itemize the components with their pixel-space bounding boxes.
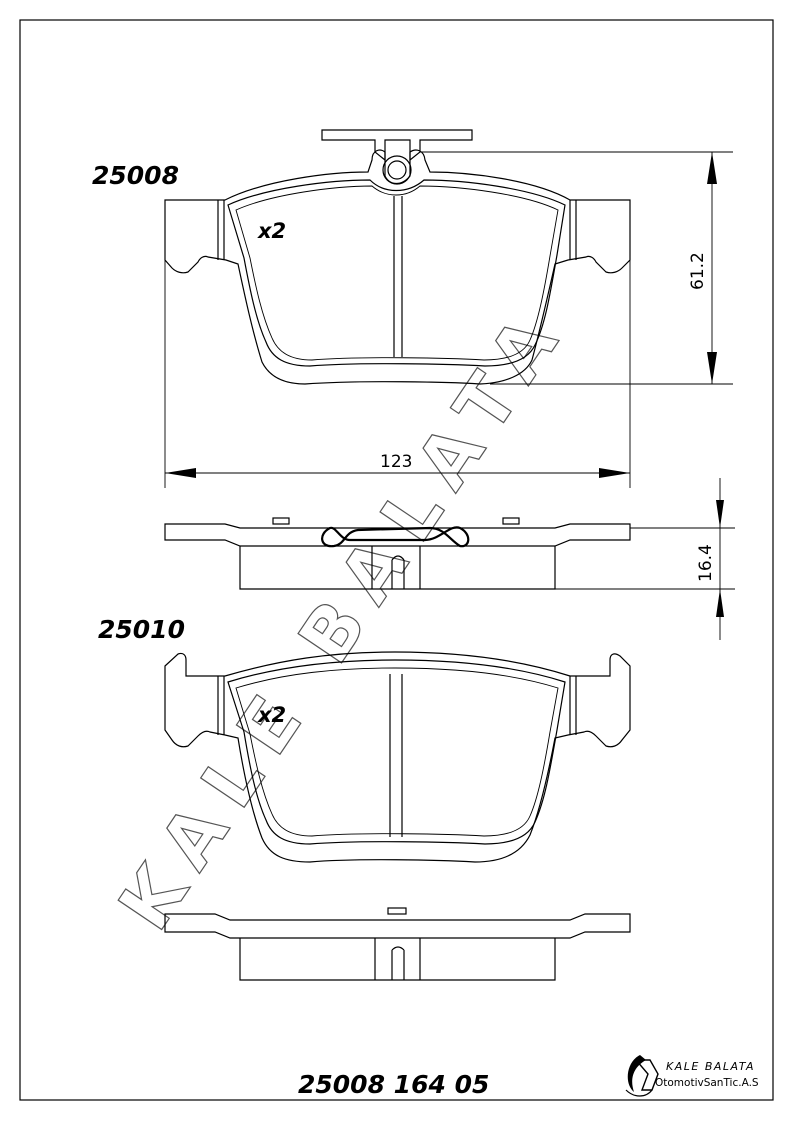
dimension-width	[164, 210, 631, 488]
company-name: OtomotivSanTic.A.S	[655, 1077, 759, 1089]
pad-1-side-view	[164, 517, 631, 590]
dimension-width-value: 123	[380, 452, 412, 472]
pad-2-front-view	[164, 651, 631, 863]
pad-2-side-view	[164, 907, 631, 981]
pad-1-part-number: 25008	[92, 161, 179, 190]
dimension-height-value: 61.2	[688, 252, 708, 290]
dimension-thickness	[555, 478, 735, 640]
dimension-height	[420, 151, 733, 385]
set-number: 25008 164 05	[298, 1070, 489, 1099]
pad-1-front-view	[164, 129, 631, 385]
drawing-border	[19, 19, 774, 1101]
pad-2-quantity: x2	[257, 703, 286, 727]
kale-balata-logo	[625, 1055, 659, 1097]
dimension-thickness-value: 16.4	[696, 544, 716, 582]
pad-1-quantity: x2	[257, 219, 286, 243]
pad-2-part-number: 25010	[98, 615, 185, 644]
brand-name: KALE BALATA	[666, 1060, 755, 1073]
